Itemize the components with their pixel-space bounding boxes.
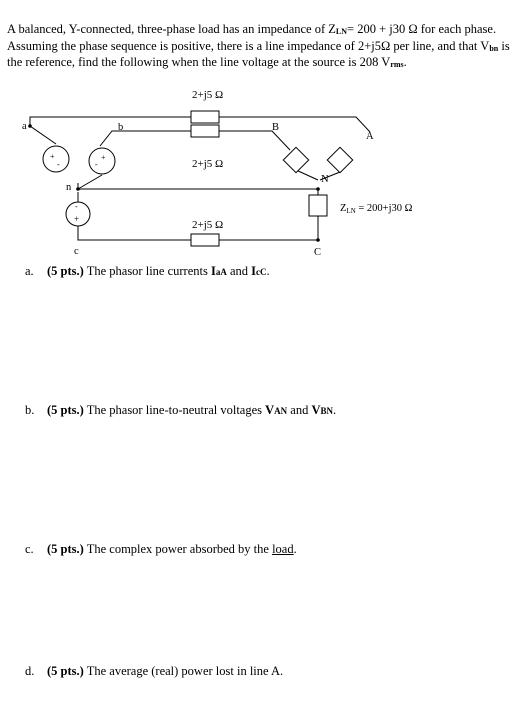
svg-text:+: + xyxy=(101,153,106,162)
line-impedance-c xyxy=(190,233,220,247)
question-d: d.(5 pts.) The average (real) power lost… xyxy=(25,664,284,678)
question-c: c.(5 pts.) The complex power absorbed by… xyxy=(25,542,297,556)
load-impedance-c xyxy=(308,194,328,217)
statement-text-2: = 200 + j30 Ω for each phase. Assuming t… xyxy=(7,22,497,53)
label-line-impedance-bot: 2+j5 Ω xyxy=(192,219,223,231)
voltage-source-b: + - xyxy=(88,147,116,175)
statement-sub-bn: bn xyxy=(489,43,499,53)
statement-sub-rms: rms xyxy=(390,60,404,70)
label-node-B: B xyxy=(272,122,279,133)
label-node-A: A xyxy=(366,131,374,142)
label-node-C: C xyxy=(314,247,321,258)
question-a: a.(5 pts.) The phasor line currents IaA … xyxy=(25,264,270,278)
svg-text:+: + xyxy=(50,152,55,161)
node-dots xyxy=(28,124,320,242)
svg-text:+: + xyxy=(74,214,79,224)
svg-text:-: - xyxy=(57,160,60,169)
label-line-impedance-top: 2+j5 Ω xyxy=(192,89,223,101)
label-node-n: n xyxy=(66,182,72,193)
load-impedance-a xyxy=(326,146,354,174)
problem-statement: A balanced, Y-connected, three-phase loa… xyxy=(7,22,512,72)
svg-text:-: - xyxy=(75,202,78,211)
statement-text-1: A balanced, Y-connected, three-phase loa… xyxy=(7,22,336,36)
question-b: b.(5 pts.) The phasor line-to-neutral vo… xyxy=(25,403,337,417)
svg-text:-: - xyxy=(95,160,98,169)
statement-text-3: is the reference, find the following whe… xyxy=(7,38,510,70)
label-node-N: N xyxy=(321,174,329,185)
voltage-source-c: - + xyxy=(65,201,91,227)
voltage-source-a: + - xyxy=(42,145,70,173)
statement-sub-ln: LN xyxy=(335,27,348,36)
load-impedance-b xyxy=(282,146,310,174)
label-line-impedance-mid: 2+j5 Ω xyxy=(192,158,223,170)
label-load-impedance: ZLN = 200+j30 Ω xyxy=(340,203,413,215)
statement-text-4: . xyxy=(403,55,407,70)
label-node-b: b xyxy=(118,122,123,133)
line-impedance-a xyxy=(190,110,220,124)
label-node-a: a xyxy=(22,121,27,132)
line-impedance-b xyxy=(190,124,220,138)
circuit-diagram: + - + - - + 2+j5 Ω 2+j5 Ω 2+j5 Ω a b n c… xyxy=(22,89,413,258)
label-node-c: c xyxy=(74,246,79,257)
